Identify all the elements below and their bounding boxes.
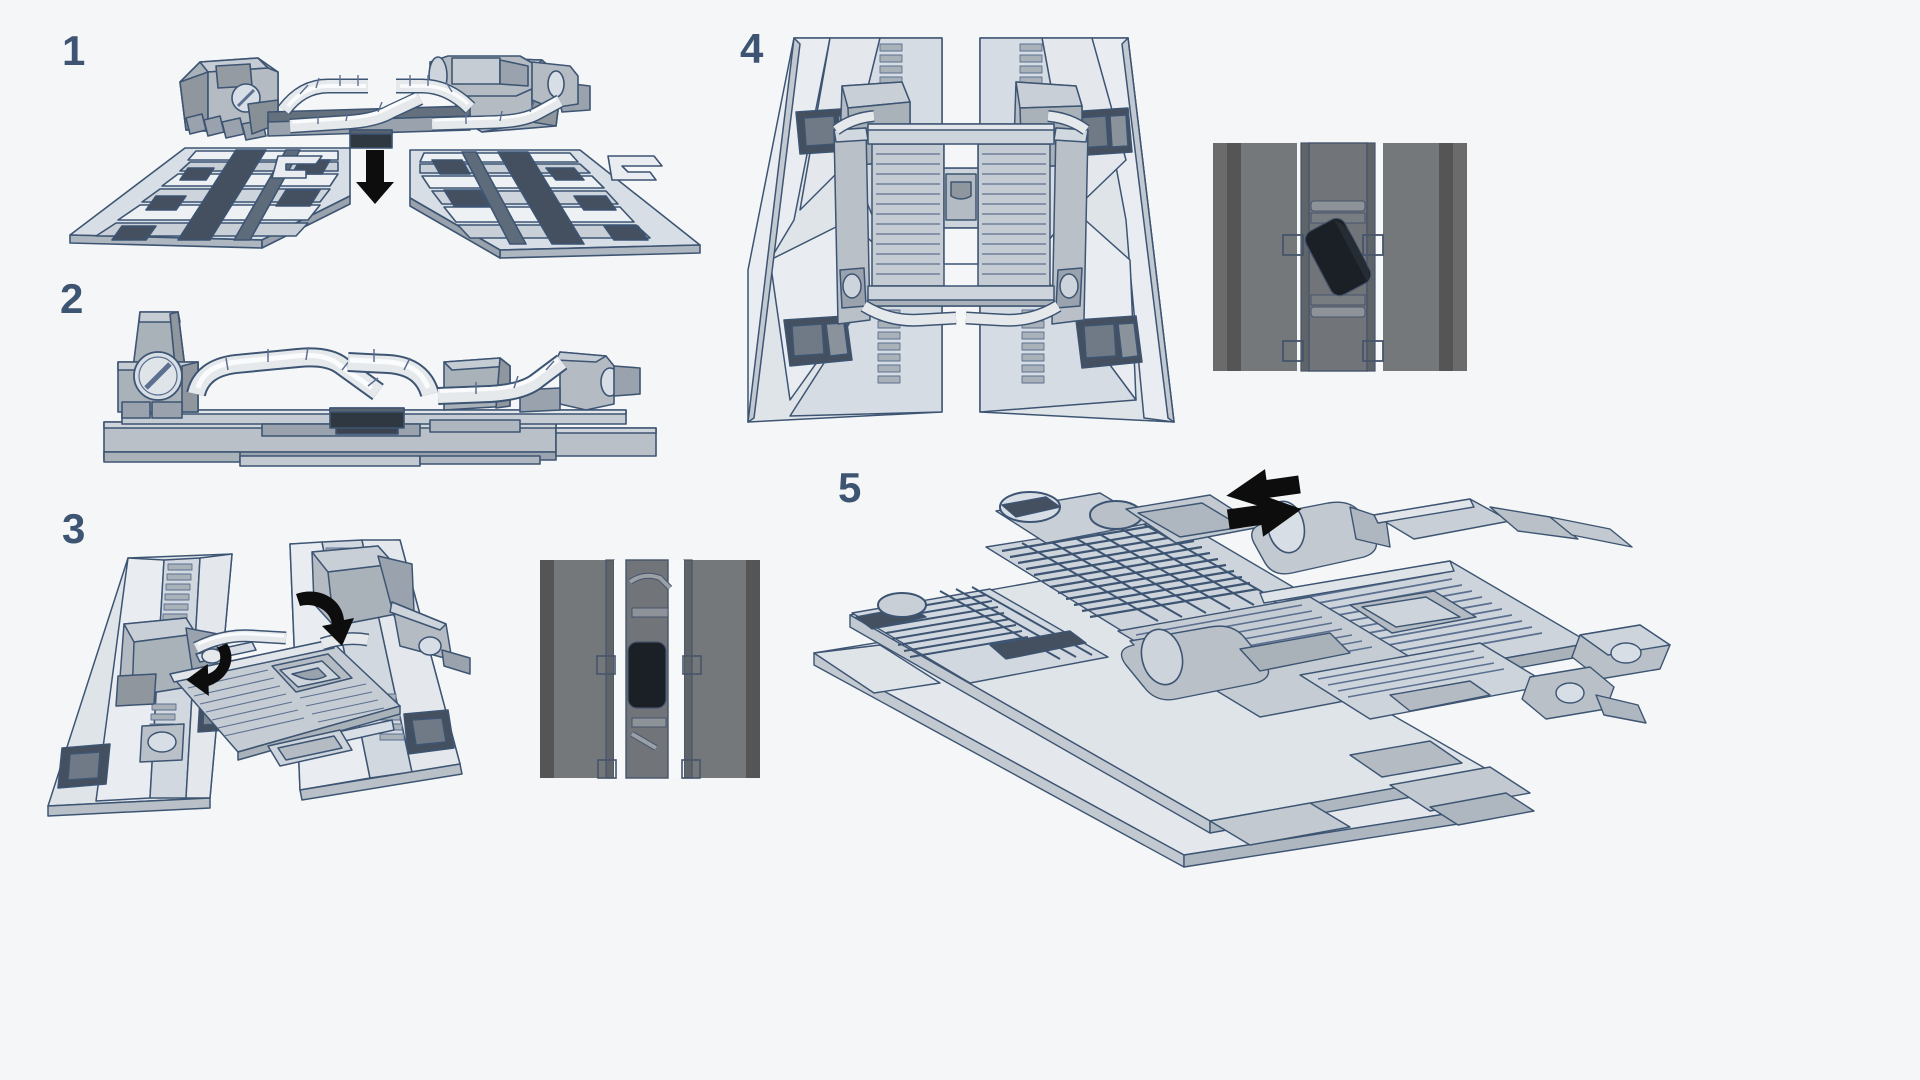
center-connector-seated	[329, 407, 405, 435]
step-1-panel: 1	[0, 0, 760, 270]
step-2-illustration	[103, 311, 657, 467]
base-plate-right	[409, 149, 701, 259]
upper-cylinder	[1251, 498, 1633, 575]
rotate-arrow-left-icon	[186, 643, 232, 696]
step-5-illustration	[813, 469, 1671, 868]
step-number-3: 3	[62, 505, 86, 552]
step-number-2: 2	[60, 275, 84, 322]
upper-assembly	[179, 55, 591, 149]
step-2-panel: 2	[0, 270, 700, 490]
center-assembly-top	[832, 110, 1090, 327]
step-number-5: 5	[838, 464, 862, 511]
double-arrow-slide-icon	[1226, 469, 1302, 537]
step-3-panel: 3	[0, 498, 540, 838]
step-3-illustration	[47, 539, 471, 817]
locking-pin-tilted	[1304, 217, 1372, 297]
step-5-panel: 5	[790, 455, 1910, 875]
step-number-1: 1	[62, 27, 86, 74]
base-plate-left	[69, 147, 351, 249]
step-1-illustration	[69, 55, 701, 259]
front-rail-assembly	[1117, 596, 1647, 724]
step-4-illustration	[747, 37, 1175, 423]
locking-pin-upright	[627, 641, 667, 709]
center-connector-peg	[349, 129, 393, 149]
inset-step-4	[1213, 142, 1467, 372]
left-tower	[117, 311, 199, 419]
upper-deck-iso	[849, 491, 1671, 846]
platform-left-half	[747, 37, 943, 423]
rotate-arrow-right-icon	[296, 591, 354, 646]
down-arrow-icon	[356, 150, 394, 204]
center-grid-module	[985, 491, 1311, 632]
step-number-4: 4	[740, 25, 764, 72]
step-4-panel: 4	[730, 20, 1200, 440]
left-tech-module	[851, 586, 1109, 684]
inset-step-3	[540, 559, 760, 779]
